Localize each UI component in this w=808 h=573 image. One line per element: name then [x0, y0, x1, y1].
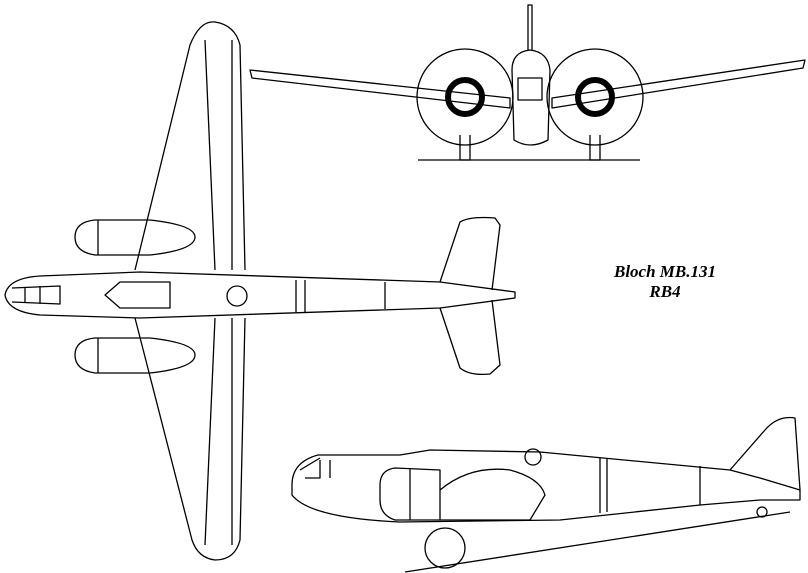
caption-variant: RB4 — [649, 282, 681, 301]
side-turret — [524, 448, 542, 466]
front-propeller-right — [546, 48, 644, 146]
caption-model: Bloch MB.131 — [613, 262, 717, 281]
plan-view — [4, 21, 516, 561]
front-engine-left — [445, 77, 485, 117]
side-fuselage — [291, 449, 801, 523]
side-view — [291, 416, 801, 573]
side-nacelle — [439, 468, 546, 521]
side-wheel — [424, 527, 466, 569]
plan-turret — [104, 281, 171, 309]
plan-engine-lower — [74, 337, 196, 374]
plan-cockpit — [11, 285, 61, 305]
aircraft-caption: Bloch MB.131 RB4 — [592, 262, 738, 302]
side-frames — [599, 458, 701, 513]
side-cockpit-glazing — [299, 457, 331, 479]
plan-wing — [134, 21, 246, 561]
front-wing-right — [551, 59, 806, 109]
front-wing-left — [249, 69, 511, 109]
plan-dorsal-turret — [226, 285, 248, 307]
side-fin — [729, 416, 801, 491]
front-landing-gear — [459, 135, 601, 161]
front-view — [249, 4, 806, 161]
plan-wing-flap-lines — [204, 39, 233, 546]
plan-fuselage — [4, 271, 516, 319]
plan-tailplane — [439, 216, 501, 376]
front-fin — [527, 4, 533, 50]
plan-engine-upper — [74, 219, 196, 256]
side-engine — [379, 467, 441, 521]
front-engine-right — [575, 77, 615, 117]
front-fuselage — [511, 49, 551, 146]
plan-fuselage-frames — [295, 280, 386, 312]
side-ground-line — [404, 511, 791, 573]
front-propeller-left — [416, 48, 514, 146]
